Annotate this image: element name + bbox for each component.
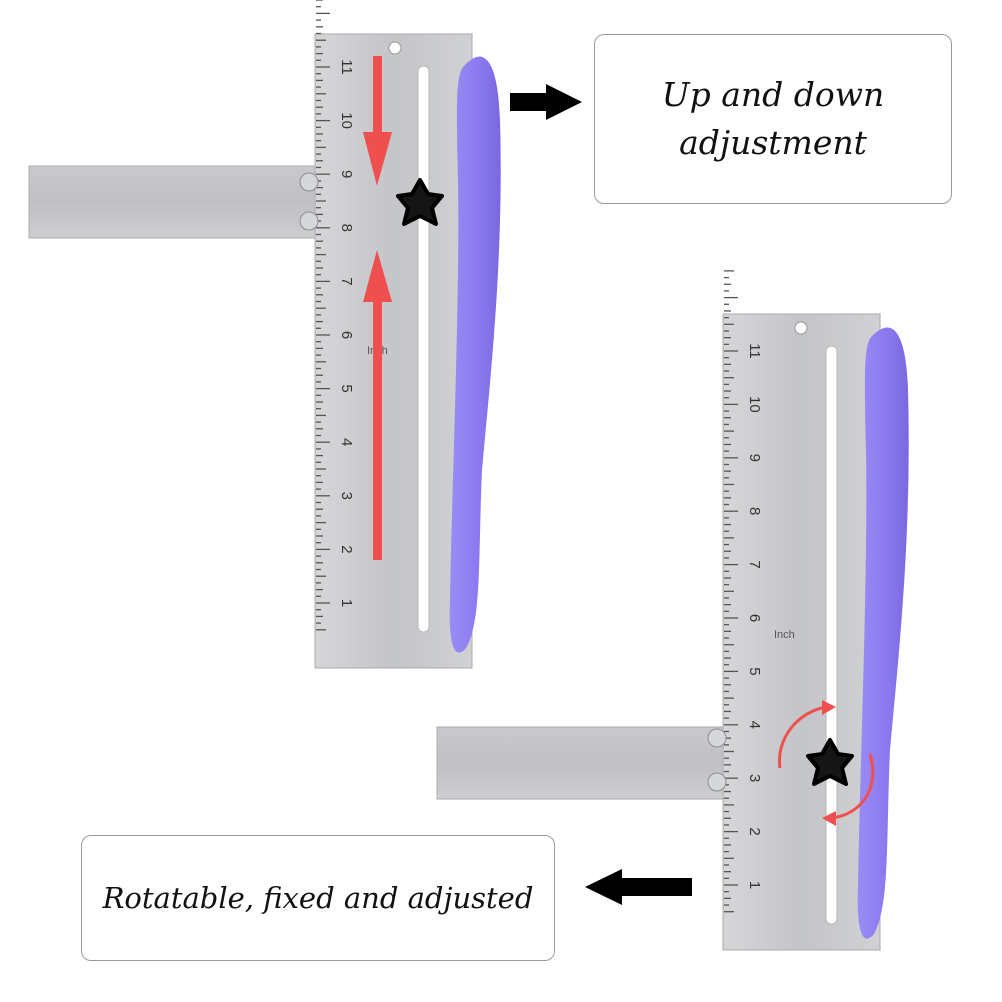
- star-knob-icon: [396, 178, 444, 226]
- top-tool-arm: [28, 165, 330, 239]
- bottom-ruler-number: 11: [746, 343, 763, 359]
- bottom-ruler-number: 4: [746, 721, 763, 729]
- bottom-ruler-numbers: 1 2 3 4 5 6 7 8 9 10 11: [746, 343, 763, 889]
- bottom-ruler-number: 9: [746, 454, 763, 462]
- bottom-ruler-number: 5: [746, 667, 763, 675]
- bottom-tool-arm: [436, 726, 736, 800]
- top-ruler-number: 11: [338, 59, 355, 75]
- top-ruler-number: 8: [338, 224, 355, 232]
- bottom-unit-label: Inch: [774, 629, 795, 641]
- bottom-ruler-number: 2: [746, 827, 763, 835]
- top-ruler-number: 6: [338, 331, 355, 339]
- top-screw-lower: [299, 211, 319, 231]
- up-down-callout: Up and down adjustment: [594, 34, 952, 204]
- top-slot: [417, 65, 430, 633]
- up-down-callout-line1: Up and down: [661, 75, 885, 114]
- top-tool-plate: [314, 33, 473, 669]
- bottom-hang-hole: [794, 321, 808, 335]
- bottom-ruler-number: 3: [746, 774, 763, 782]
- bottom-screw-lower: [707, 772, 727, 792]
- up-down-arrows-icon: [363, 56, 392, 560]
- top-ruler-number: 5: [338, 384, 355, 392]
- rotate-arrows-icon: [778, 705, 875, 820]
- rotatable-callout-text: Rotatable, fixed and adjusted: [102, 881, 534, 915]
- top-ruler-numbers: 1 2 3 4 5 6 7 8 9 10 11: [338, 59, 355, 607]
- star-knob-icon: [806, 738, 854, 786]
- bottom-handle: [857, 327, 909, 939]
- right-arrow-icon: [510, 84, 582, 120]
- top-hang-hole: [388, 41, 402, 55]
- bottom-screw-upper: [707, 728, 727, 748]
- bottom-ruler-number: 8: [746, 507, 763, 515]
- bottom-ruler-number: 7: [746, 560, 763, 568]
- bottom-scraper-tool: 1 2 3 4 5 6 7 8 9 10 11 Inch: [436, 270, 909, 951]
- bottom-tool-plate: [722, 313, 881, 951]
- top-ruler-number: 1: [338, 599, 355, 607]
- bottom-ruler-ticks: [724, 270, 738, 913]
- top-ruler-number: 2: [338, 545, 355, 553]
- rotatable-callout: Rotatable, fixed and adjusted: [81, 835, 555, 961]
- bottom-slot: [825, 345, 838, 925]
- top-ruler-number: 7: [338, 277, 355, 285]
- top-handle: [449, 56, 501, 653]
- left-arrow-icon: [585, 869, 692, 905]
- top-screw-upper: [299, 172, 319, 192]
- top-ruler-number: 4: [338, 438, 355, 446]
- up-down-callout-line2: adjustment: [679, 123, 867, 162]
- bottom-ruler-number: 1: [746, 881, 763, 889]
- bottom-ruler-number: 6: [746, 614, 763, 622]
- bottom-ruler-number: 10: [746, 396, 763, 413]
- top-ruler-ticks: [316, 0, 330, 631]
- top-ruler-number: 3: [338, 492, 355, 500]
- top-ruler-number: 9: [338, 170, 355, 178]
- top-ruler-number: 10: [338, 112, 355, 129]
